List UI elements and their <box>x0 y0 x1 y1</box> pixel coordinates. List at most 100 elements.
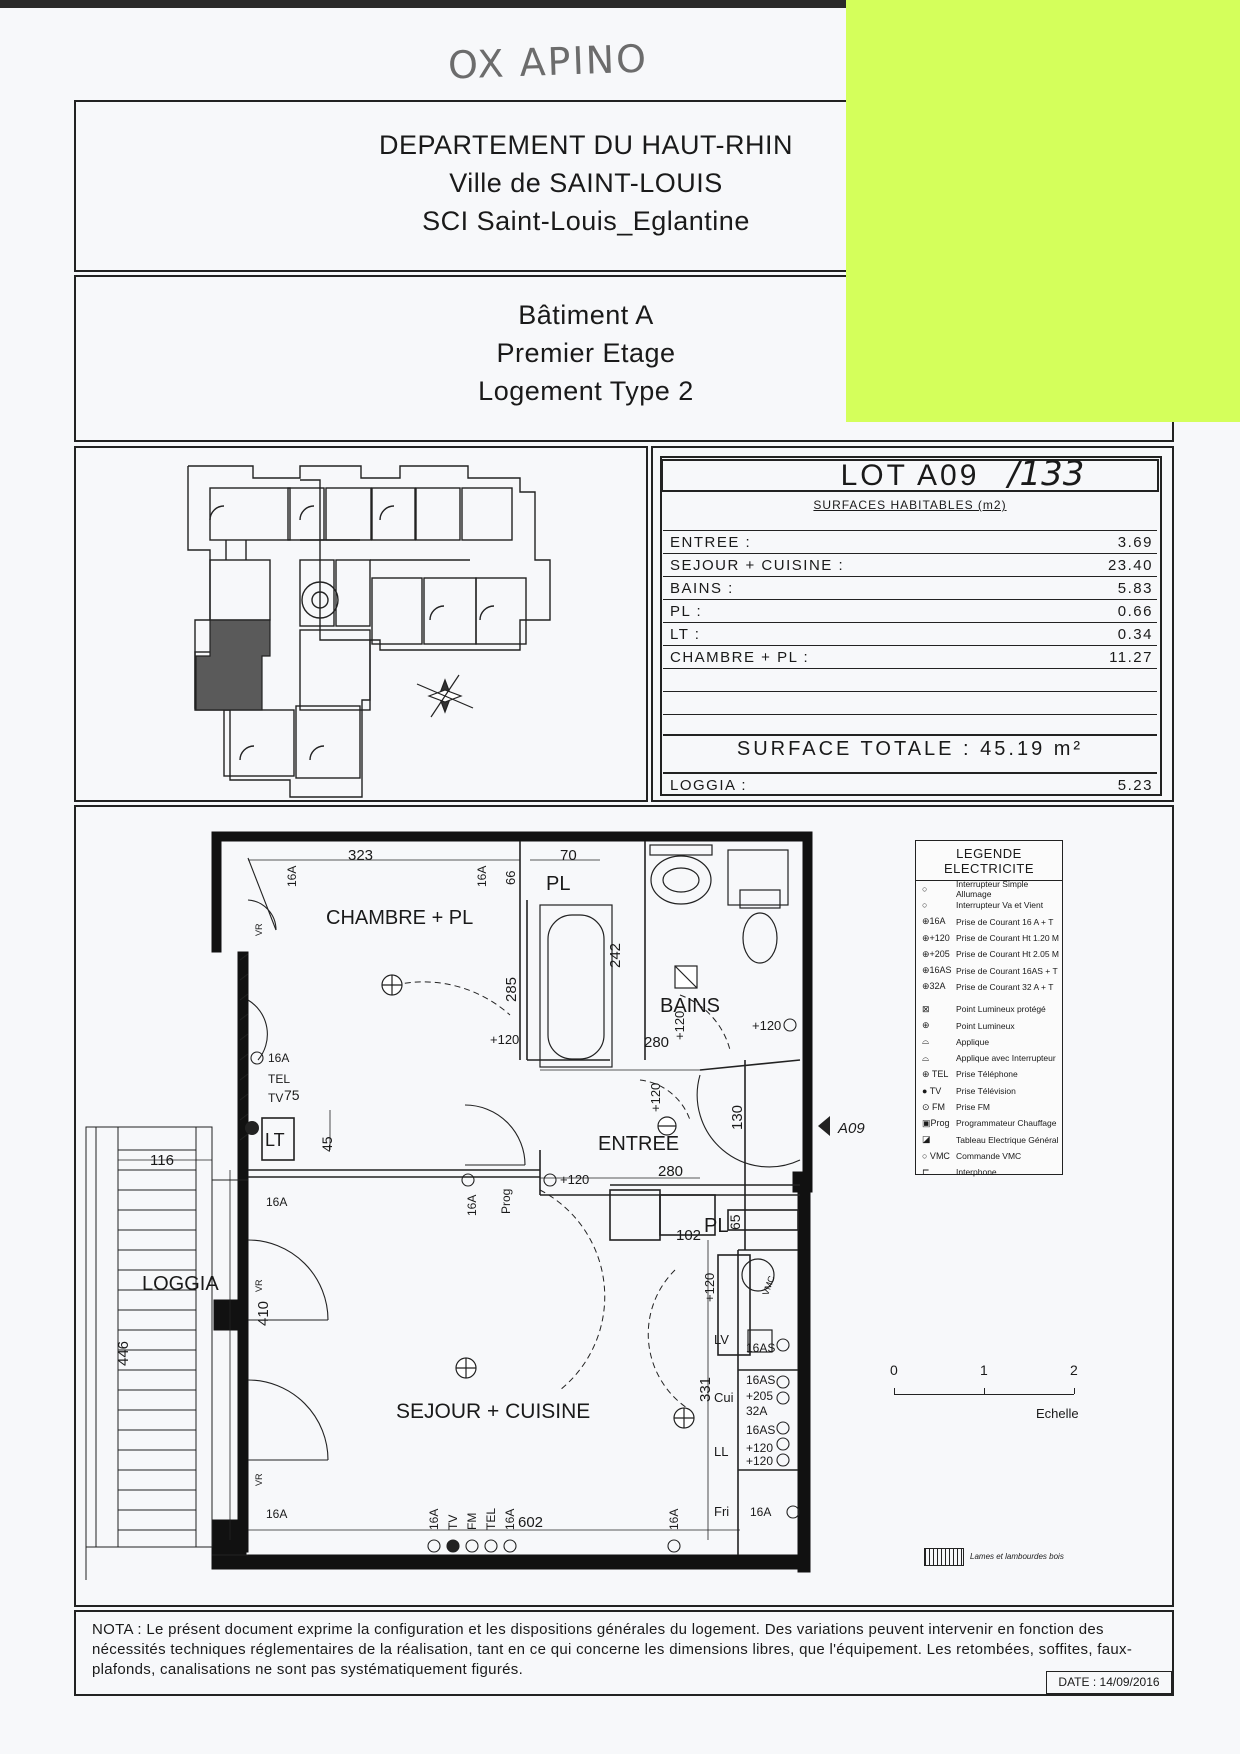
legend-item: ⌓ Applique avec Interrupteur <box>916 1050 1062 1066</box>
legend-item: ● TV Prise Télévision <box>916 1083 1062 1099</box>
legend-title: LEGENDE ELECTRICITE <box>916 841 1062 881</box>
surface-value: 5.83 <box>1117 580 1153 597</box>
surface-row-empty <box>663 714 1157 737</box>
legend-text: Prise de Courant Ht 2.05 M <box>956 949 1059 960</box>
nota-text: NOTA : Le présent document exprime la co… <box>92 1621 1133 1678</box>
scale-0: 0 <box>890 1362 898 1378</box>
legend-text: Prise Télévision <box>956 1085 1016 1096</box>
legend-text: Prise de Courant 16 A + T <box>956 916 1054 927</box>
legend-symbol: ⊙ FM <box>922 1101 946 1112</box>
surface-value: 3.69 <box>1117 534 1153 551</box>
lot-title: LOT A09 <box>661 459 1159 492</box>
surface-label: ENTREE : <box>670 534 752 551</box>
surface-row: BAINS : 5.83 <box>663 576 1157 599</box>
legend-item: ⊠ Point Lumineux protégé <box>916 1001 1062 1017</box>
legend-symbol: ○ <box>922 900 928 911</box>
legend-text: Prise de Courant Ht 1.20 M <box>956 933 1059 944</box>
legend-item: ⊙ FM Prise FM <box>916 1099 1062 1115</box>
legend-symbol: ⊕ <box>922 1020 930 1031</box>
surface-row: CHAMBRE + PL : 11.27 <box>663 645 1157 668</box>
scale-label: Echelle <box>1036 1406 1079 1421</box>
legend-item: ⊏ Interphone <box>916 1164 1062 1180</box>
surface-row-empty <box>663 691 1157 714</box>
loggia-label: LOGGIA : <box>670 777 748 794</box>
surface-label: PL : <box>670 603 703 620</box>
subheader-type: Logement Type 2 <box>478 376 694 406</box>
surface-label: SEJOUR + CUISINE : <box>670 557 845 574</box>
scale-1: 1 <box>980 1362 988 1378</box>
surface-value: 11.27 <box>1109 649 1153 666</box>
surface-value: 0.34 <box>1117 626 1153 643</box>
scale-2: 2 <box>1070 1362 1078 1378</box>
legend-symbol: ⊏ <box>922 1166 930 1177</box>
legend-item: ⊕16AS Prise de Courant 16AS + T <box>916 962 1062 978</box>
site-plan-frame <box>74 446 648 802</box>
legend-symbol: ● TV <box>922 1085 942 1096</box>
legend-text: Point Lumineux <box>956 1020 1015 1031</box>
legend-symbol: ⊕+120 <box>922 932 950 943</box>
legend-symbol: ⊕16AS <box>922 965 952 976</box>
surface-label: BAINS : <box>670 580 734 597</box>
handwritten-note: OX APINO <box>447 36 649 88</box>
subheader: Bâtiment A Premier Etage Logement Type 2 <box>76 296 1096 410</box>
legend-symbol: ⊕16A <box>922 916 946 927</box>
legend-symbol: ○ <box>922 884 928 895</box>
legend-text: Commande VMC <box>956 1150 1022 1161</box>
legend-symbol: ◪ <box>922 1134 931 1145</box>
header-city: Ville de SAINT-LOUIS <box>449 168 723 198</box>
lot-handwritten-number: /133 <box>1008 454 1085 494</box>
legend-text: Interrupteur Simple Allumage <box>956 879 1029 900</box>
date-stamp: DATE : 14/09/2016 <box>1046 1671 1172 1694</box>
lot-frame <box>651 446 1174 802</box>
surface-row: PL : 0.66 <box>663 599 1157 622</box>
surfaces-heading: SURFACES HABITABLES (m2) <box>813 498 1007 512</box>
legend-text: Programmateur Chauffage <box>956 1118 1057 1129</box>
legend-item: ⊕16A Prise de Courant 16 A + T <box>916 914 1062 930</box>
surface-row: LT : 0.34 <box>663 622 1157 645</box>
legend-symbol: ⊕ TEL <box>922 1068 949 1079</box>
header-department: DEPARTEMENT DU HAUT-RHIN <box>378 130 794 160</box>
header-sci: SCI Saint-Louis_Eglantine <box>422 206 750 236</box>
decking-swatch <box>924 1548 964 1566</box>
legend-symbol: ⊠ <box>922 1003 930 1014</box>
material-note: Lames et lambourdes bois <box>924 1548 1064 1566</box>
legend-item: ○ Interrupteur Simple Allumage <box>916 879 1062 900</box>
subheader-floor: Premier Etage <box>496 338 676 368</box>
material-text: Lames et lambourdes bois <box>970 1552 1064 1562</box>
lot-table <box>660 456 1162 796</box>
legend-text: Prise de Courant 16AS + T <box>956 965 1058 976</box>
loggia-value: 5.23 <box>1117 777 1153 794</box>
surface-total: SURFACE TOTALE : 45.19 m² <box>736 738 1084 760</box>
surface-label: LT : <box>670 626 701 643</box>
legend-symbol: ⌓ <box>922 1052 930 1063</box>
legend-text: Point Lumineux protégé <box>956 1004 1046 1015</box>
surface-value: 23.40 <box>1107 557 1153 574</box>
electric-legend: LEGENDE ELECTRICITE ○ Interrupteur Simple… <box>915 840 1063 1177</box>
subheader-building: Bâtiment A <box>518 300 654 330</box>
legend-text: Interphone <box>956 1167 997 1178</box>
scale-bar: 0 1 2 Echelle <box>890 1362 1080 1422</box>
surface-row: SEJOUR + CUISINE : 23.40 <box>663 553 1157 576</box>
surface-value: 0.66 <box>1117 603 1153 620</box>
legend-symbol: ⊕32A <box>922 981 946 992</box>
legend-text: Prise FM <box>956 1102 990 1112</box>
legend-item: ⊕ Point Lumineux <box>916 1017 1062 1033</box>
scale-tick <box>984 1388 985 1394</box>
legend-text: Applique avec Interrupteur <box>956 1053 1056 1064</box>
legend-text: Tableau Electrique Général <box>956 1134 1059 1145</box>
scale-line <box>894 1394 1074 1395</box>
surface-label: CHAMBRE + PL : <box>670 649 810 666</box>
total-divider <box>663 734 1157 736</box>
legend-item: ○Interrupteur Va et Vient <box>916 897 1062 913</box>
loggia-divider <box>663 772 1157 774</box>
scale-tick <box>1074 1388 1075 1394</box>
legend-text: Prise Téléphone <box>956 1069 1018 1080</box>
legend-symbol: ⊕+205 <box>922 948 950 959</box>
legend-item: ⊕+205 Prise de Courant Ht 2.05 M <box>916 946 1062 962</box>
plan-frame <box>74 805 1174 1607</box>
scale-tick <box>894 1388 895 1394</box>
loggia-row: LOGGIA : 5.23 <box>663 774 1157 796</box>
